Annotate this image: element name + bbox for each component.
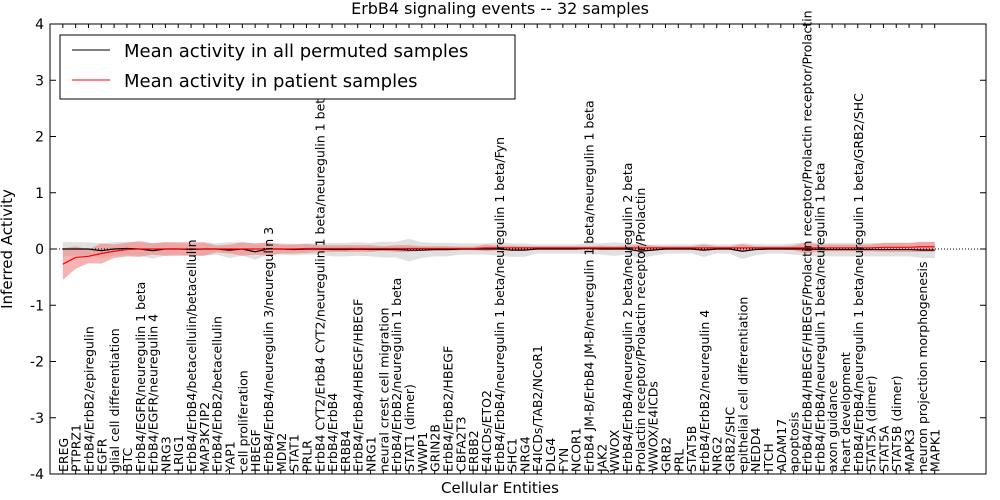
legend-label-permuted: Mean activity in all permuted samples bbox=[124, 41, 468, 62]
y-tick-label: 0 bbox=[35, 242, 44, 258]
x-tick-label: ErbB4/ErbB4/HBEGF/HBEGF bbox=[351, 299, 366, 472]
x-tick-label: GRB2/SHC bbox=[723, 407, 738, 472]
x-tick-label: ErbB4/ErbB2/neuregulin 1 beta bbox=[389, 278, 404, 472]
x-tick-label: SHC1 bbox=[505, 438, 520, 472]
x-tick-label: HBEGF bbox=[248, 429, 263, 472]
x-tick-label: STAT5A bbox=[876, 425, 891, 472]
x-tick-label: ERBB4 bbox=[338, 430, 353, 472]
x-tick-label: E4ICDs/TAB2/NCoR1 bbox=[530, 345, 545, 472]
x-tick-label: cell proliferation bbox=[235, 370, 250, 472]
x-tick-label: ADAM17 bbox=[774, 419, 789, 472]
x-tick-label: NRG1 bbox=[364, 436, 379, 472]
legend: Mean activity in all permuted samples Me… bbox=[59, 34, 516, 100]
x-tick-label: WWOX bbox=[607, 429, 622, 472]
x-tick-label: PRL bbox=[671, 449, 686, 472]
x-tick-label: CBFA2T3 bbox=[453, 417, 468, 472]
y-tick-label: -1 bbox=[30, 298, 44, 314]
x-tick-label: ErbB4/ErbB4/neuregulin 1 beta/neuregulin… bbox=[812, 163, 827, 472]
x-tick-labels: EREGPTPRZ1ErbB4/ErbB2/epiregulinEGFRglia… bbox=[56, 10, 943, 473]
x-tick-label: ErbB4/ErbB4/neuregulin 1 beta/neuregulin… bbox=[492, 137, 507, 472]
x-tick-label: PRLR bbox=[299, 440, 314, 472]
x-tick-label: GRB2 bbox=[658, 437, 673, 472]
patient-band bbox=[62, 241, 935, 280]
y-tick-label: 4 bbox=[35, 17, 44, 33]
x-tick-label: PTPRZ1 bbox=[69, 424, 84, 472]
x-tick-label: ErbB4/ErbB4/neuregulin 3/neuregulin 3 bbox=[261, 227, 276, 472]
x-tick-label: NCOR1 bbox=[569, 427, 584, 472]
x-tick-label: STAT5B (dimer) bbox=[889, 376, 904, 472]
y-tick-label: 3 bbox=[35, 73, 44, 89]
x-tick-label: MDM2 bbox=[274, 433, 289, 472]
bands bbox=[62, 238, 935, 280]
x-tick-label: ITCH bbox=[761, 443, 776, 472]
x-tick-label: MAPK3 bbox=[902, 429, 917, 472]
legend-box bbox=[59, 34, 516, 100]
patient-mean-line bbox=[62, 246, 935, 265]
x-tick-label: ErbB4/ErbB4/neuregulin 2 beta/neuregulin… bbox=[620, 163, 635, 472]
x-tick-label: NRG3 bbox=[158, 436, 173, 472]
x-tick-label: Prolactin receptor/Prolactin receptor/Pr… bbox=[633, 188, 648, 472]
x-tick-label: FYN bbox=[556, 448, 571, 472]
x-tick-label: ErbB4 CYT2/ErbB4 CYT2/neuregulin 1 beta/… bbox=[312, 91, 327, 472]
x-tick-label: ErbB4/ErbB4/betacellulin/betacellulin bbox=[184, 239, 199, 472]
x-tick-label: NRG4 bbox=[517, 436, 532, 472]
x-tick-label: WWP1 bbox=[415, 432, 430, 472]
x-tick-label: neural crest cell migration bbox=[376, 308, 391, 472]
x-tick-label: ErbB4 JM-B/ErbB4 JM-B/neuregulin 1 beta/… bbox=[582, 100, 597, 472]
x-tick-label: ErbB4/ErbB2/epiregulin bbox=[81, 326, 96, 472]
x-tick-label: ErbB4/EGFR/neuregulin 1 beta bbox=[133, 282, 148, 472]
x-tick-label: glial cell differentiation bbox=[107, 328, 122, 472]
x-tick-label: NEDD4 bbox=[748, 428, 763, 472]
x-tick-label: ErbB4/EGFR/neuregulin 4 bbox=[146, 314, 161, 472]
x-tick-label: STAT5B bbox=[684, 426, 699, 472]
plot-frame bbox=[49, 23, 987, 475]
x-tick-label: YAP1 bbox=[223, 441, 238, 473]
x-tick-label: WWOX/E4ICDs bbox=[646, 381, 661, 472]
x-tick-label: BTC bbox=[120, 448, 135, 472]
y-tick-label: -3 bbox=[30, 411, 44, 427]
y-axis-label: Inferred Activity bbox=[0, 189, 16, 309]
x-tick-label: heart development bbox=[838, 352, 853, 472]
x-tick-label: LRIG1 bbox=[171, 435, 186, 472]
chart-title: ErbB4 signaling events -- 32 samples bbox=[351, 0, 649, 18]
y-tick-label: -2 bbox=[30, 355, 44, 371]
x-tick-label: ErbB4/ErbB2/neuregulin 4 bbox=[697, 310, 712, 472]
y-tick-label: 1 bbox=[35, 186, 44, 202]
x-tick-label: neuron projection morphogenesis bbox=[915, 261, 930, 472]
x-tick-label: MAP3K7IP2 bbox=[197, 402, 212, 472]
x-tick-label: DLG4 bbox=[543, 438, 558, 472]
x-tick-label: JAK2 bbox=[594, 444, 609, 473]
x-tick-label: STAT1 bbox=[287, 434, 302, 472]
x-tick-label: EREG bbox=[56, 438, 71, 472]
x-tick-label: ErbB4/ErbB4 bbox=[325, 393, 340, 472]
x-tick-label: apoptosis bbox=[787, 412, 802, 472]
y-tick-label: -4 bbox=[30, 467, 44, 483]
x-tick-label: NRG2 bbox=[710, 436, 725, 472]
x-tick-label: ErbB4/ErbB4/HBEGF/HBEGF/Prolactin recept… bbox=[799, 10, 814, 472]
x-tick-label: STAT1 (dimer) bbox=[402, 384, 417, 472]
x-axis-label: Cellular Entities bbox=[441, 479, 559, 497]
x-tick-label: ErbB4/ErbB2/HBEGF bbox=[440, 346, 455, 472]
lines bbox=[62, 246, 935, 265]
x-tick-label: MAPK1 bbox=[928, 429, 943, 472]
x-tick-label: GRIN2B bbox=[428, 424, 443, 472]
x-tick-label: ErbB4/ErbB4/neuregulin 1 beta/neuregulin… bbox=[851, 93, 866, 472]
x-tick-label: EGFR bbox=[94, 438, 109, 472]
x-tick-label: ERBB2 bbox=[466, 430, 481, 472]
x-tick-label: epithelial cell differentiation bbox=[735, 297, 750, 472]
y-tick-label: 2 bbox=[35, 130, 44, 146]
x-tick-label: ErbB4/ErbB2/betacellulin bbox=[210, 316, 225, 472]
x-tick-label: E4ICDs/ETO2 bbox=[479, 390, 494, 472]
x-tick-label: STAT5A (dimer) bbox=[864, 376, 879, 472]
ticks: -4 -3 -2 -1 0 1 2 3 4 bbox=[30, 17, 986, 483]
legend-label-patient: Mean activity in patient samples bbox=[124, 71, 418, 92]
x-tick-label: axon guidance bbox=[825, 380, 840, 472]
